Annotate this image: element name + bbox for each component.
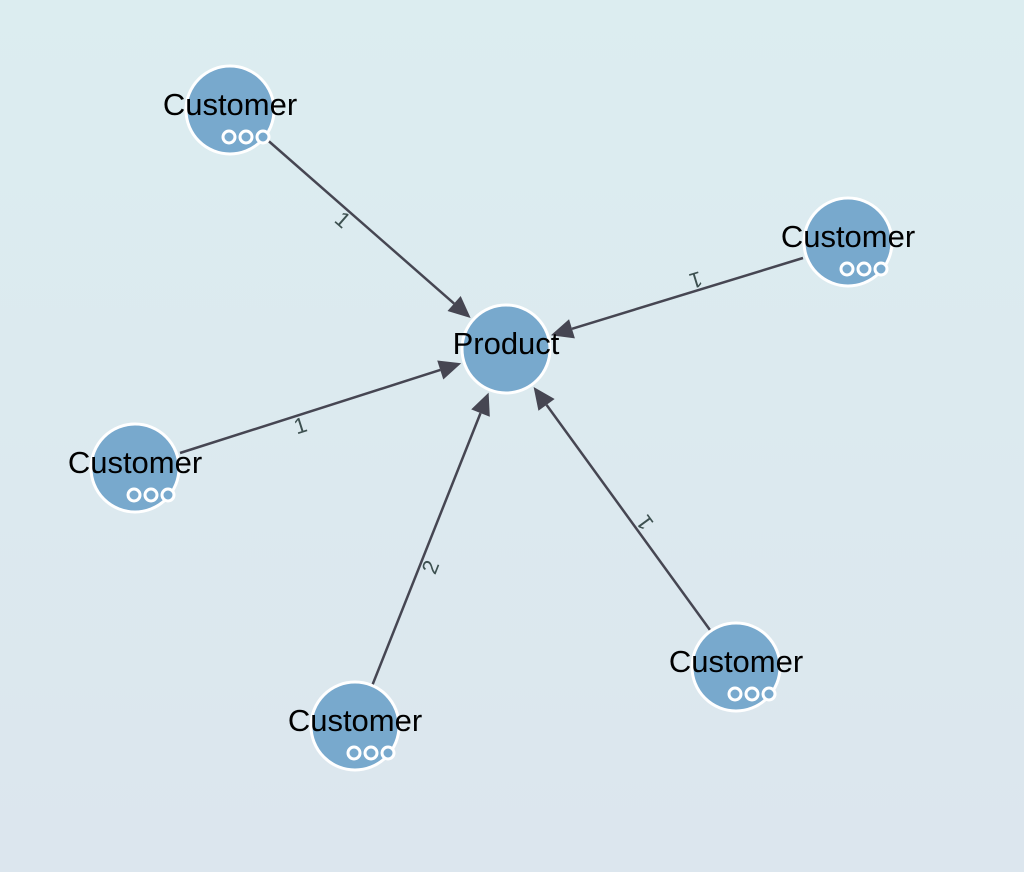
more-options-icon[interactable] <box>727 686 777 702</box>
node-circle[interactable] <box>802 196 894 288</box>
node-circle[interactable] <box>89 422 181 514</box>
node-label: Customer <box>68 445 202 480</box>
node-label: Customer <box>288 703 422 738</box>
more-options-icon[interactable] <box>346 745 396 761</box>
more-options-icon[interactable] <box>839 261 889 277</box>
node-circle[interactable] <box>309 680 401 772</box>
edge-c3-to-product[interactable]: 1 <box>179 360 462 455</box>
node-label: Customer <box>163 87 297 122</box>
edge-label: 1 <box>631 510 658 535</box>
node-circle[interactable] <box>460 303 552 395</box>
edge-line[interactable] <box>545 404 712 631</box>
node-label: Customer <box>669 644 803 679</box>
more-options-icon[interactable] <box>221 129 271 145</box>
edge-label: 1 <box>291 412 310 440</box>
edge-c5-to-product[interactable]: 1 <box>533 387 712 631</box>
edge-c2-to-product[interactable]: 1 <box>550 256 804 339</box>
arrowhead-icon <box>437 360 462 380</box>
edge-c1-to-product[interactable]: 1 <box>263 136 471 319</box>
node-c2[interactable]: Customer <box>781 196 915 288</box>
arrowhead-icon <box>550 319 575 339</box>
node-c4[interactable]: Customer <box>288 680 422 772</box>
edge-label: 1 <box>686 266 705 293</box>
node-circle[interactable] <box>184 64 276 156</box>
node-c5[interactable]: Customer <box>669 621 803 713</box>
edge-c4-to-product[interactable]: 2 <box>370 392 490 687</box>
node-c1[interactable]: Customer <box>163 64 297 156</box>
edge-line[interactable] <box>370 412 482 687</box>
node-c3[interactable]: Customer <box>68 422 202 514</box>
more-options-icon[interactable] <box>126 487 176 503</box>
edge-label: 1 <box>330 206 356 233</box>
arrowhead-icon <box>471 392 490 417</box>
node-circle[interactable] <box>690 621 782 713</box>
node-label: Customer <box>781 219 915 254</box>
arrowhead-icon <box>533 387 555 411</box>
edge-line[interactable] <box>179 368 441 455</box>
node-label: Product <box>453 326 560 361</box>
node-product[interactable]: Product <box>453 303 560 395</box>
edge-label: 2 <box>417 557 445 578</box>
arrowhead-icon <box>447 296 471 319</box>
edge-line[interactable] <box>263 136 455 305</box>
edge-line[interactable] <box>571 256 804 330</box>
